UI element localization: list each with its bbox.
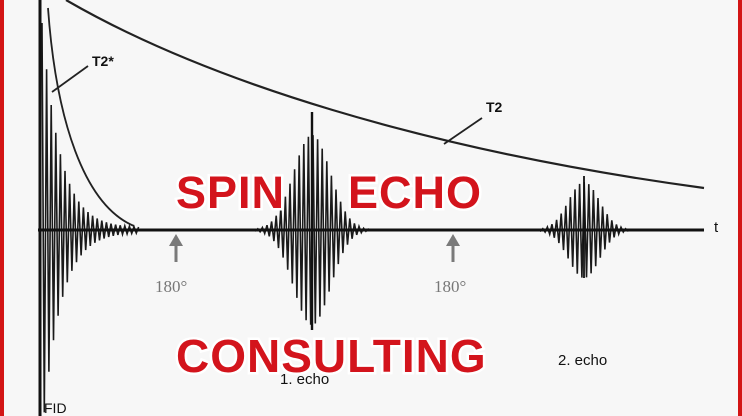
pulse-1-label: 180° <box>155 277 187 296</box>
fid-label: FID <box>44 400 67 416</box>
t2-label: T2 <box>486 99 503 115</box>
t-axis-label: t <box>714 219 719 236</box>
signal-diagram: T2* T2 t 180° 180° 2. echo FID SPIN ECHO… <box>38 0 719 416</box>
echo-1-label: 1. echo <box>280 371 329 388</box>
echo-2-label: 2. echo <box>558 352 607 369</box>
pulse-2-arrow-icon <box>446 234 460 262</box>
t2-star-leader <box>51 65 89 93</box>
pulse-1-arrow-icon <box>169 234 183 262</box>
t2-star-label: T2* <box>92 53 114 69</box>
brand-word-consulting: CONSULTING <box>176 330 487 382</box>
t2-decay-curve <box>65 0 705 190</box>
fid-signal <box>41 22 140 413</box>
pulse-2-label: 180° <box>434 277 466 296</box>
brand-word-echo: ECHO <box>348 167 482 218</box>
t2-star-curve <box>47 7 135 227</box>
brand-word-spin: SPIN <box>176 167 285 218</box>
t2-leader <box>443 117 483 145</box>
